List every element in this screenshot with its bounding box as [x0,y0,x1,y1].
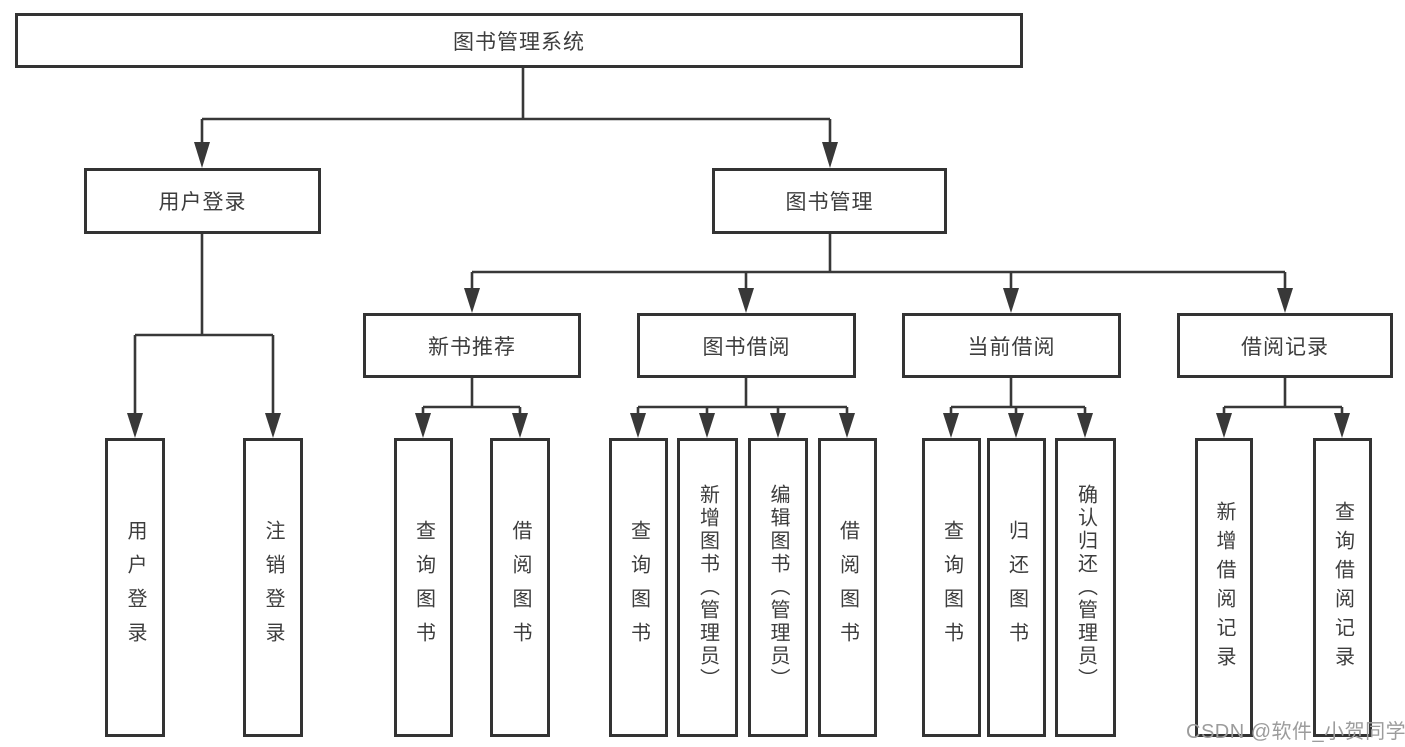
node-borrow-records: 借阅记录 [1177,313,1393,378]
leaf-user-login: 用户登录 [105,438,165,737]
node-label: 当前借阅 [967,335,1056,359]
leaf-label: 借阅图书 [509,519,531,656]
leaf-label: 确认归还（管理员） [1074,484,1097,691]
leaf-query-borrow-record: 查询借阅记录 [1313,438,1372,737]
leaf-label: 归还图书 [1005,519,1028,656]
node-label: 图书管理系统 [453,30,585,54]
leaf-label: 查询图书 [627,519,650,656]
leaf-query-books-borrow: 查询图书 [609,438,668,737]
leaf-label: 查询借阅记录 [1331,500,1354,675]
leaf-logout: 注销登录 [243,438,303,737]
leaf-borrow-books-recommend: 借阅图书 [490,438,550,737]
leaf-label: 编辑图书（管理员） [767,484,789,691]
csdn-watermark: CSDN @软件_小贺同学 [1186,721,1405,743]
node-current-borrow: 当前借阅 [902,313,1121,378]
leaf-label: 查询图书 [412,519,435,656]
node-label: 新书推荐 [428,335,516,359]
node-label: 借阅记录 [1241,335,1329,359]
leaf-label: 用户登录 [124,519,146,656]
leaf-add-borrow-record: 新增借阅记录 [1195,438,1253,737]
node-book-management: 图书管理 [712,168,947,234]
leaf-return-books: 归还图书 [987,438,1046,737]
node-label: 图书借阅 [702,335,791,359]
leaf-label: 新增借阅记录 [1213,500,1235,675]
arrowhead-icons [127,142,1350,438]
node-label: 图书管理 [785,191,874,214]
leaf-query-books-current: 查询图书 [922,438,981,737]
leaf-label: 查询图书 [940,519,963,656]
leaf-add-books-admin: 新增图书（管理员） [677,438,738,737]
leaf-borrow-books: 借阅图书 [818,438,877,737]
node-book-borrow: 图书借阅 [637,313,856,378]
leaf-edit-books-admin: 编辑图书（管理员） [748,438,808,737]
node-user-login: 用户登录 [84,168,321,234]
leaf-query-books-recommend: 查询图书 [394,438,453,737]
leaf-confirm-return-admin: 确认归还（管理员） [1055,438,1116,737]
node-label: 用户登录 [158,191,247,214]
leaf-label: 注销登录 [262,519,284,656]
node-new-book-recommend: 新书推荐 [363,313,581,378]
leaf-label: 新增图书（管理员） [696,484,719,691]
node-library-management-system: 图书管理系统 [15,13,1023,68]
leaf-label: 借阅图书 [836,519,859,656]
